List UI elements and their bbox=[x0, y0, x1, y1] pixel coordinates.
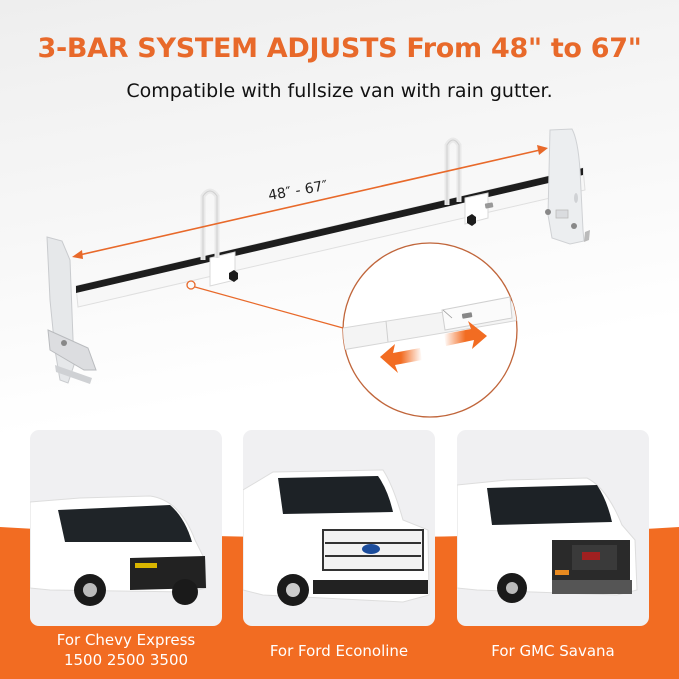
right-gutter-clamp bbox=[545, 128, 590, 245]
double-arrow-icon bbox=[380, 344, 422, 373]
dimension-arrow bbox=[72, 145, 548, 259]
vehicle-label-ford: For Ford Econoline bbox=[233, 641, 445, 661]
gmc-savana-van-image bbox=[457, 477, 638, 603]
label-line: For Ford Econoline bbox=[269, 642, 409, 660]
vehicle-card-chevy[interactable] bbox=[30, 430, 222, 626]
label-line: For Chevy Express bbox=[56, 631, 196, 649]
knob-icon bbox=[467, 214, 476, 226]
page-title: 3-BAR SYSTEM ADJUSTS From 48" to 67" bbox=[37, 33, 642, 64]
detail-zoom-circle bbox=[342, 242, 518, 418]
label-line: For GMC Savana bbox=[491, 642, 615, 660]
vehicle-card-ford[interactable] bbox=[243, 430, 435, 626]
vehicle-label-chevy: For Chevy Express 1500 2500 3500 bbox=[20, 630, 232, 670]
label-line: 1500 2500 3500 bbox=[63, 651, 189, 669]
ladder-stop-right bbox=[444, 137, 462, 205]
knob-icon bbox=[229, 270, 238, 282]
ford-econoline-van-image bbox=[243, 469, 430, 606]
crossbar bbox=[75, 167, 586, 308]
left-gutter-clamp bbox=[46, 236, 97, 384]
roof-rack-illustration bbox=[46, 128, 590, 418]
ladder-stop-left bbox=[200, 188, 220, 260]
vehicle-label-gmc: For GMC Savana bbox=[447, 641, 659, 661]
chevy-express-van-image bbox=[30, 495, 207, 606]
page-subtitle: Compatible with fullsize van with rain g… bbox=[126, 80, 553, 102]
vehicle-card-gmc[interactable] bbox=[457, 430, 649, 626]
